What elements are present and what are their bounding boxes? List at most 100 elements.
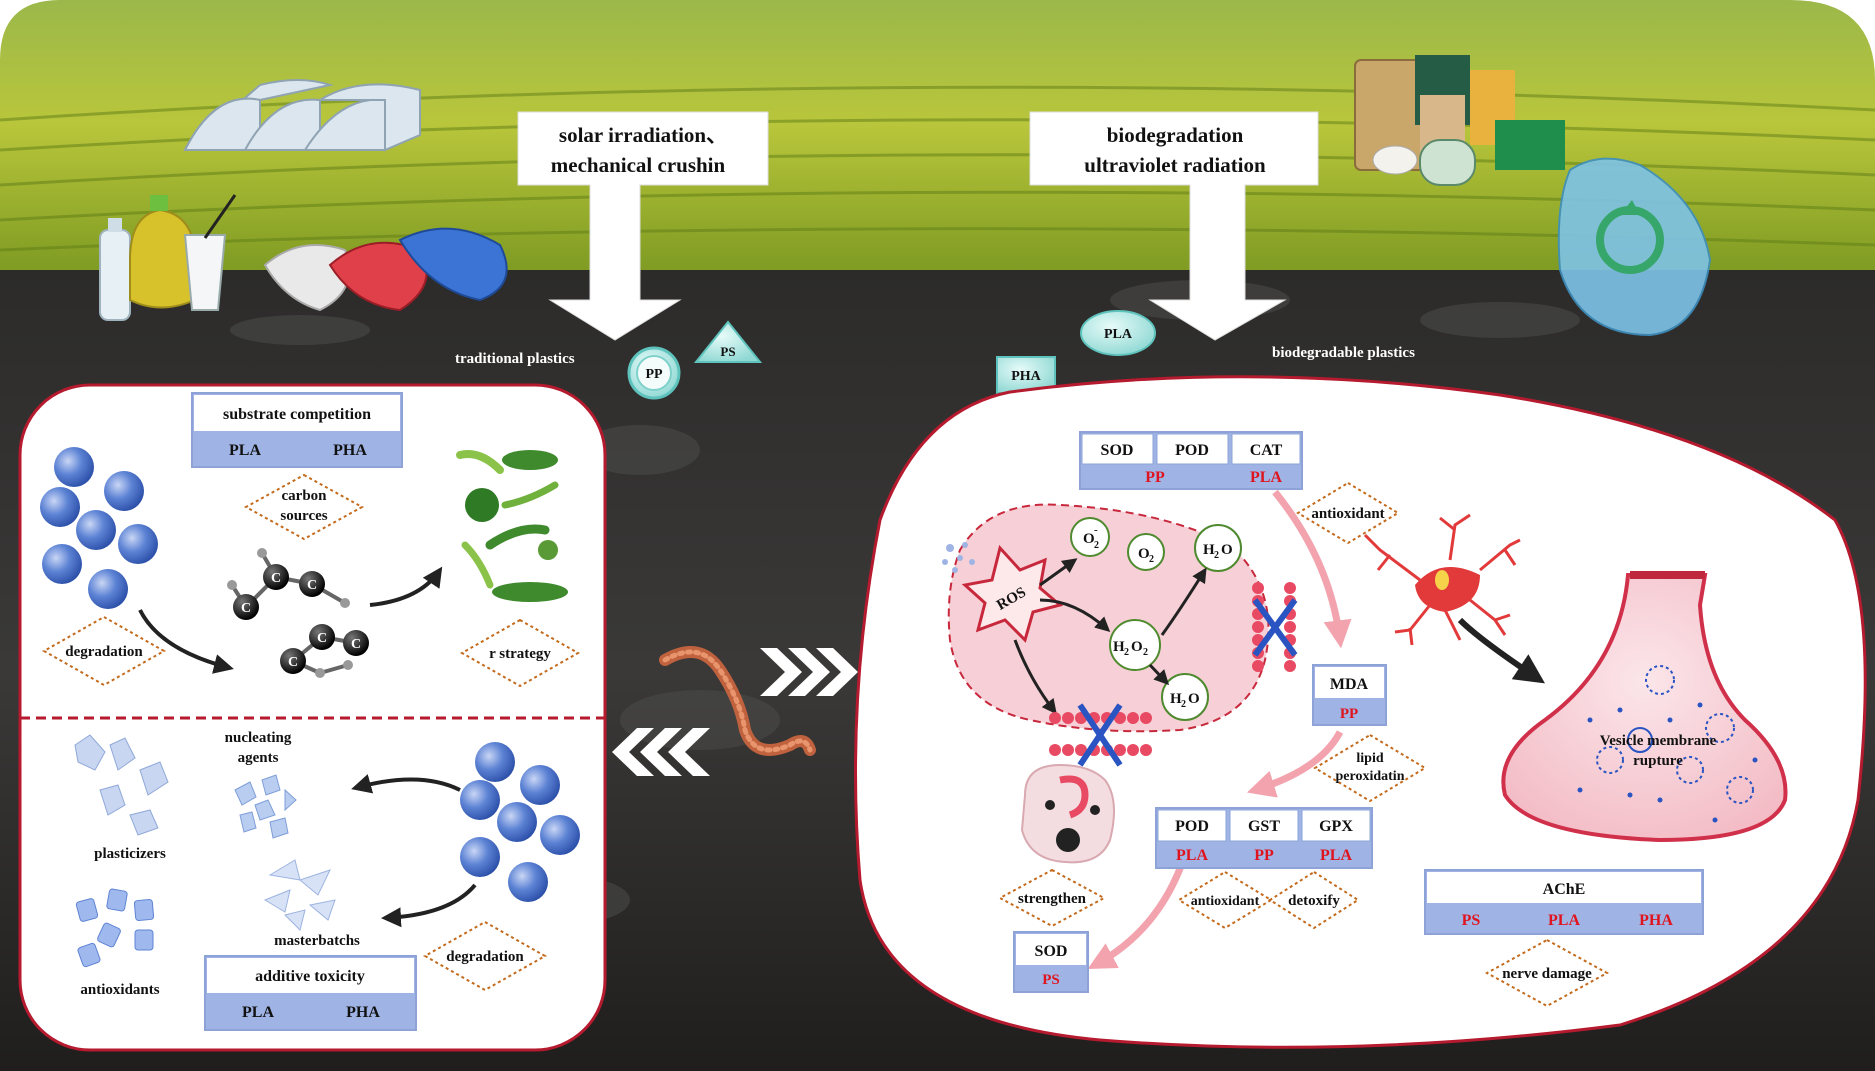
right-arrow-label-1: biodegradation bbox=[1107, 123, 1244, 147]
left-arrow-label-2: mechanical crushin bbox=[551, 153, 726, 177]
substrate-competition-table: substrate competition PLA PHA bbox=[191, 392, 403, 468]
svg-text:2: 2 bbox=[1143, 647, 1148, 658]
table-cell: PP bbox=[1145, 469, 1165, 486]
svg-text:sources: sources bbox=[280, 508, 327, 524]
svg-text:O: O bbox=[1083, 531, 1095, 547]
svg-text:C: C bbox=[307, 578, 317, 593]
svg-text:-: - bbox=[1094, 524, 1098, 536]
svg-text:peroxidatin: peroxidatin bbox=[1336, 769, 1405, 784]
greenhouse-icon bbox=[183, 79, 421, 152]
table-cell: PLA bbox=[229, 442, 261, 459]
table-cell: PHA bbox=[346, 1004, 380, 1021]
microbes-icon bbox=[456, 450, 568, 602]
svg-text:PHA: PHA bbox=[1011, 369, 1041, 384]
nerve-damage-diamond: nerve damage bbox=[1484, 938, 1610, 1008]
svg-text:H: H bbox=[1203, 542, 1215, 558]
table-cell: PLA bbox=[1548, 912, 1580, 929]
degradation-diamond-bottom: degradation bbox=[422, 920, 548, 992]
svg-text:nucleating: nucleating bbox=[225, 730, 292, 746]
earthworm-icon bbox=[659, 646, 816, 756]
plastic-bags-icon bbox=[263, 227, 508, 312]
enzyme-table-mid: POD GST GPX PLA PP PLA bbox=[1155, 807, 1373, 869]
svg-text:C: C bbox=[351, 637, 361, 652]
table-header: SOD bbox=[1035, 943, 1068, 960]
table-cell: PP bbox=[1340, 706, 1358, 722]
recycle-bag-icon bbox=[1557, 157, 1712, 337]
r-strategy-diamond: r strategy bbox=[459, 618, 581, 688]
svg-text:2: 2 bbox=[1094, 540, 1099, 551]
table-header: MDA bbox=[1330, 676, 1369, 693]
left-panel bbox=[18, 383, 607, 1052]
enzyme-table-top: SOD POD CAT PP PLA bbox=[1079, 431, 1303, 490]
membrane-icon-horizontal bbox=[1049, 703, 1152, 767]
plasticizers-icon bbox=[74, 734, 169, 836]
to-masterbatchs-arrow bbox=[381, 883, 477, 928]
biodegradable-products-icon bbox=[1354, 55, 1565, 186]
svg-text:2: 2 bbox=[1181, 699, 1186, 710]
svg-text:O: O bbox=[1138, 546, 1150, 562]
neuron-icon bbox=[1363, 513, 1545, 684]
sod-table: SOD PS bbox=[1013, 931, 1089, 993]
water-node-bottom: H 2 O bbox=[1161, 673, 1209, 721]
carbon-molecule-icon: C C C C C C bbox=[227, 548, 369, 678]
table-cell: PLA bbox=[1320, 847, 1352, 864]
detoxify-diamond: detoxify bbox=[1268, 870, 1360, 930]
svg-text:antioxidant: antioxidant bbox=[1191, 894, 1260, 909]
table-cell: PS bbox=[1042, 972, 1060, 988]
carbon-sources-diamond: carbon sources bbox=[243, 473, 365, 541]
to-microbes-arrow bbox=[369, 566, 443, 607]
plasticizers-label: plasticizers bbox=[94, 846, 166, 862]
particle-pla: PLA bbox=[1080, 310, 1156, 356]
pink-flow-arrows bbox=[1087, 489, 1352, 969]
nucleating-agents-label: nucleating agents bbox=[225, 730, 292, 766]
svg-text:r strategy: r strategy bbox=[489, 646, 551, 662]
antioxidant-diamond-top: antioxidant bbox=[1296, 481, 1400, 545]
membrane-icon-vertical bbox=[1252, 582, 1298, 672]
masterbatchs-label: masterbatchs bbox=[274, 933, 360, 949]
antioxidant-diamond-mid: antioxidant bbox=[1177, 870, 1273, 930]
vesicle-label-2: rupture bbox=[1633, 753, 1683, 769]
right-input-arrow: biodegradation ultraviolet radiation bbox=[1029, 111, 1319, 341]
svg-text:2: 2 bbox=[1214, 550, 1219, 561]
svg-text:C: C bbox=[271, 571, 281, 586]
microplastic-beads-top bbox=[40, 447, 158, 609]
svg-text:PLA: PLA bbox=[1104, 327, 1133, 342]
left-arrow-label-1: solar irradiation、 bbox=[559, 123, 727, 147]
superoxide-node: O 2 - bbox=[1070, 517, 1110, 557]
table-cell: PLA bbox=[242, 1004, 274, 1021]
particle-ps: PS bbox=[693, 320, 763, 363]
table-header: SOD bbox=[1101, 442, 1134, 459]
table-header: CAT bbox=[1250, 442, 1283, 459]
water-node-top: H 2 O bbox=[1194, 524, 1242, 572]
right-arrow-label-2: ultraviolet radiation bbox=[1084, 153, 1266, 177]
table-cell: PS bbox=[1462, 912, 1481, 929]
nucleating-agents-icon bbox=[234, 774, 297, 839]
svg-text:detoxify: detoxify bbox=[1288, 893, 1340, 909]
svg-text:O: O bbox=[1131, 639, 1143, 655]
ache-table: AChE PS PLA PHA bbox=[1424, 869, 1704, 935]
svg-text:O: O bbox=[1221, 542, 1233, 558]
svg-text:2: 2 bbox=[1149, 554, 1154, 565]
synapse-icon: Vesicle membrane rupture bbox=[1501, 571, 1788, 843]
svg-text:carbon: carbon bbox=[282, 488, 328, 504]
svg-text:PP: PP bbox=[645, 367, 663, 382]
traditional-plastics-label: traditional plastics bbox=[455, 351, 575, 367]
table-header: GST bbox=[1248, 818, 1280, 835]
svg-text:H: H bbox=[1113, 639, 1125, 655]
strengthen-diamond: strengthen bbox=[997, 868, 1107, 928]
antioxidants-label: antioxidants bbox=[80, 982, 159, 998]
biodegradable-plastics-label: biodegradable plastics bbox=[1272, 345, 1415, 361]
svg-text:C: C bbox=[317, 631, 327, 646]
table-cell: PHA bbox=[333, 442, 367, 459]
svg-text:H: H bbox=[1170, 691, 1182, 707]
svg-text:C: C bbox=[241, 601, 251, 616]
table-header: POD bbox=[1175, 442, 1209, 459]
left-input-arrow: solar irradiation、 mechanical crushin bbox=[517, 111, 769, 341]
to-nucleating-arrow bbox=[351, 774, 461, 794]
table-header: substrate competition bbox=[223, 406, 371, 423]
svg-text:strengthen: strengthen bbox=[1018, 891, 1087, 907]
svg-text:degradation: degradation bbox=[446, 949, 524, 965]
vesicle-label-1: Vesicle membrane bbox=[1600, 733, 1717, 749]
oxygen-node: O 2 bbox=[1127, 533, 1165, 571]
